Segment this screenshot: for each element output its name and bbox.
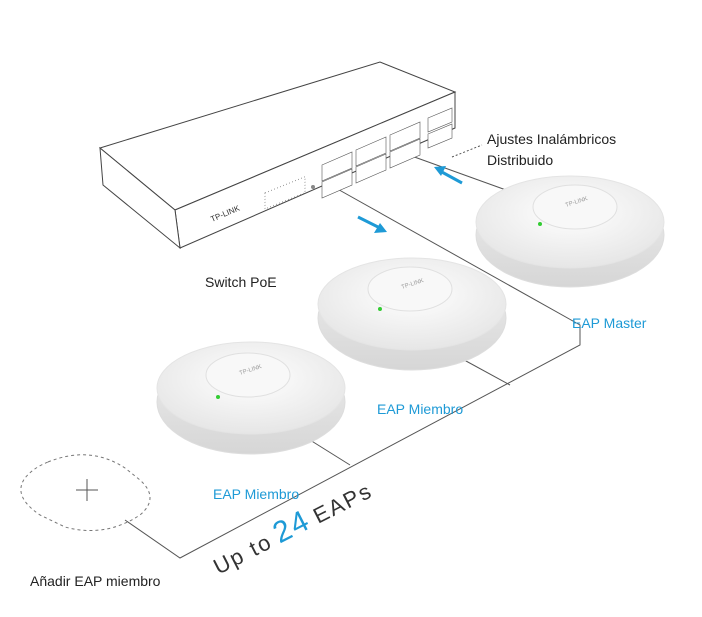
eap-member-1-label: EAP Miembro bbox=[377, 401, 464, 417]
settings-pointer bbox=[451, 144, 483, 158]
distributed-settings-line2: Distribuido bbox=[487, 152, 554, 168]
eap-member-2-center bbox=[205, 352, 291, 398]
add-member-placeholder bbox=[20, 454, 151, 532]
plus-icon bbox=[76, 479, 98, 501]
switch-port-group bbox=[321, 107, 453, 199]
line-master bbox=[394, 149, 521, 196]
line-outer bbox=[124, 181, 581, 559]
eap-member-2-led bbox=[216, 395, 220, 399]
eap-member-1-center bbox=[367, 266, 453, 312]
eap-member-2-label: EAP Miembro bbox=[213, 486, 300, 502]
arrow-to-master bbox=[434, 166, 463, 185]
switch-power-led bbox=[311, 185, 315, 189]
eap-master-center bbox=[532, 184, 618, 230]
arrow-to-members bbox=[357, 215, 387, 233]
switch-vent-grid bbox=[264, 176, 306, 210]
eap-master-led bbox=[538, 222, 542, 226]
distributed-settings-line1: Ajustes Inalámbricos bbox=[487, 131, 617, 147]
poe-switch: TP-LINK bbox=[98, 61, 457, 250]
eap-master-label: EAP Master bbox=[572, 315, 647, 331]
eap-member-1-device: TP-LINK bbox=[317, 257, 507, 371]
line-member-2 bbox=[309, 439, 351, 466]
poe-switch-label: Switch PoE bbox=[205, 274, 277, 290]
eap-member-1-led bbox=[378, 307, 382, 311]
eap-master-device: TP-LINK bbox=[475, 175, 665, 288]
add-member-label: Añadir EAP miembro bbox=[30, 573, 161, 589]
eap-member-2-device: TP-LINK bbox=[156, 341, 346, 455]
switch-side bbox=[99, 146, 181, 250]
